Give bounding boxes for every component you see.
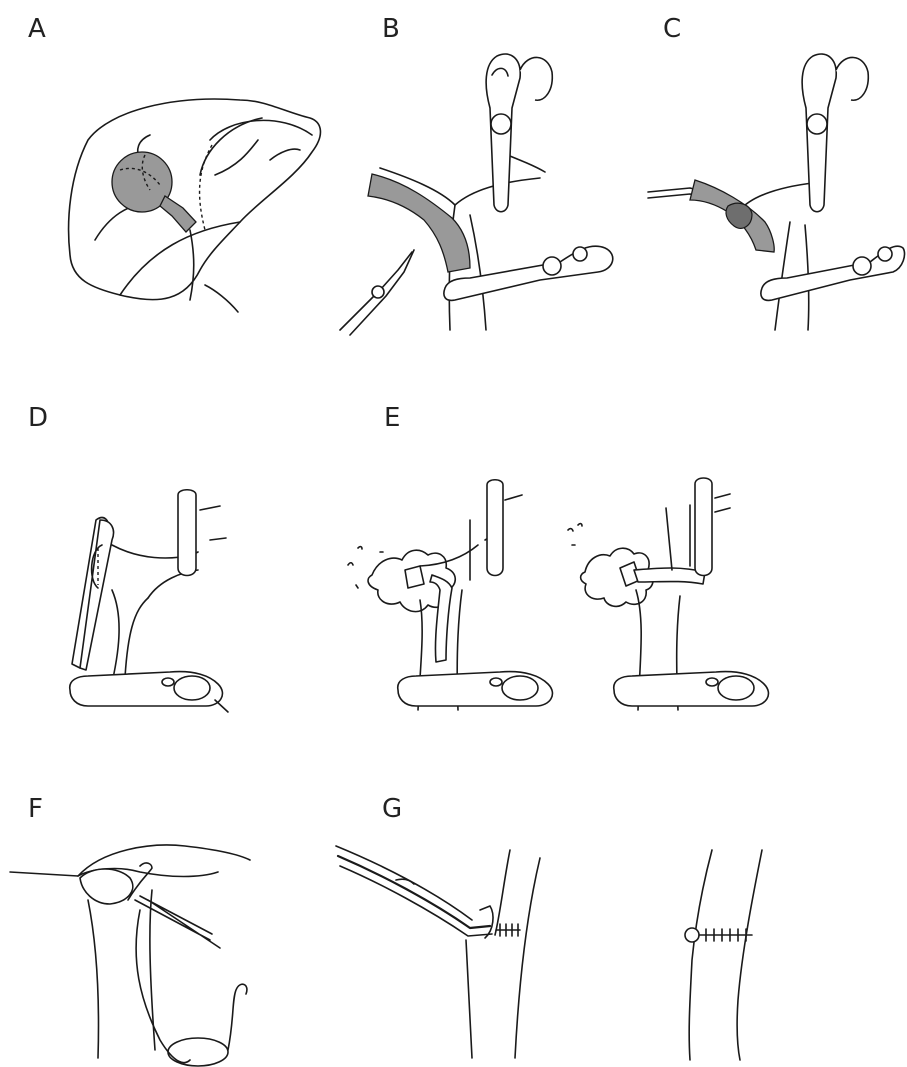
- duct-segment-shape: [368, 174, 470, 272]
- drain-tube-e-right: [634, 568, 705, 584]
- panel-e-left-drawing: [348, 480, 552, 710]
- clamp-shaft-d: [178, 490, 196, 576]
- suture-knot: [685, 928, 699, 942]
- inner-shade-c: [726, 203, 752, 228]
- panel-g-left-drawing: [336, 846, 540, 1058]
- panel-a-liver-drawing: [69, 99, 321, 312]
- cyst-opening-f: [80, 869, 133, 904]
- panel-b-drawing: [340, 54, 613, 335]
- duct-shape: [160, 196, 196, 232]
- panel-c-drawing: [648, 54, 905, 330]
- panel-g-right-drawing: [685, 850, 762, 1060]
- panel-e-right-drawing: [568, 478, 768, 710]
- panel-f-drawing: [10, 845, 250, 1066]
- drain-tube-e-left: [430, 575, 452, 662]
- panel-d-drawing: [70, 490, 228, 712]
